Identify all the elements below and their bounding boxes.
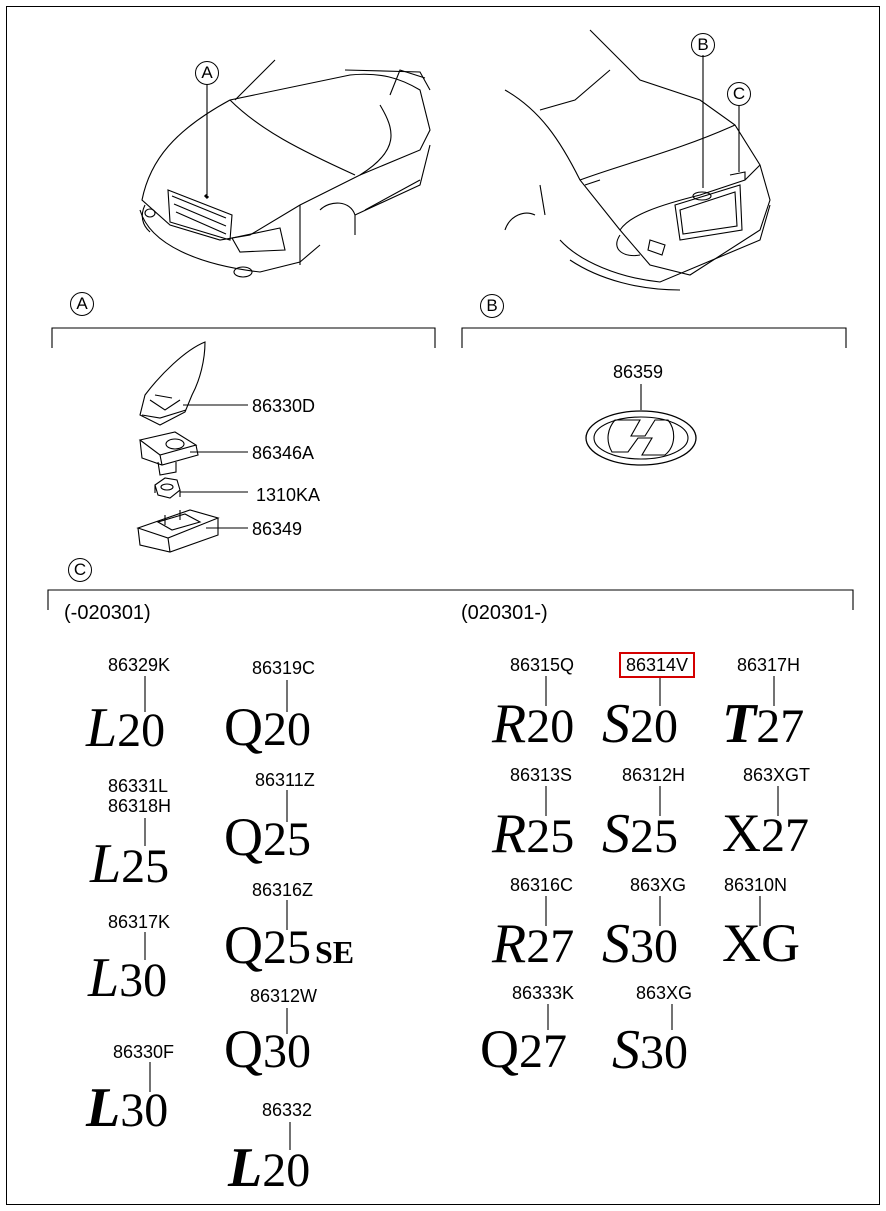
emblem-part-label-highlighted[interactable]: 86314V <box>618 652 696 678</box>
pad-drawing <box>136 509 220 553</box>
emblem-s25: S25 <box>602 803 678 865</box>
emblem-part-label-2[interactable]: 86318H <box>108 796 172 816</box>
callout-b: B <box>691 33 715 57</box>
emblem-part-label[interactable]: 863XG <box>636 983 693 1003</box>
emblem-l30: L30 <box>88 947 168 1009</box>
front-car-drawing <box>139 59 431 278</box>
callout-c: C <box>727 82 751 106</box>
ornament-drawing <box>139 341 206 426</box>
emblem-r27: R27 <box>492 913 575 975</box>
emblem-part-label[interactable]: 86329K <box>108 655 171 675</box>
section-c-marker: C <box>68 558 92 582</box>
emblem-part-label[interactable]: 86316C <box>510 875 574 895</box>
section-b-marker: B <box>480 294 504 318</box>
emblem-q25se: Q25 SE <box>224 915 355 975</box>
range-left: (-020301) <box>64 602 151 624</box>
emblem-l20-bold: L20 <box>228 1137 311 1199</box>
emblem-part-label[interactable]: 86312W <box>250 986 318 1006</box>
emblem-part-label[interactable]: 86315Q <box>510 655 575 675</box>
emblem-part-label[interactable]: 86317H <box>737 655 801 675</box>
emblem-r20: R20 <box>492 693 575 755</box>
emblem-part-label[interactable]: 86330F <box>113 1042 175 1062</box>
emblem-r25: R25 <box>492 803 575 865</box>
emblem-part-label[interactable]: 863XG <box>630 875 687 895</box>
diagram-frame <box>6 6 880 1205</box>
emblem-t27: T27 <box>722 693 805 755</box>
range-right: (020301-) <box>461 602 548 624</box>
emblem-part-label[interactable]: 86313S <box>510 765 573 785</box>
part-1310KA[interactable]: 1310KA <box>256 485 321 505</box>
emblem-q25: Q25 <box>224 807 311 867</box>
emblem-q20: Q20 <box>224 697 311 757</box>
emblem-part-label[interactable]: 86311Z <box>255 770 315 790</box>
emblem-s30-b: S30 <box>612 1019 688 1081</box>
emblem-part-label[interactable]: 86312H <box>622 765 686 785</box>
emblem-xg: XG <box>722 913 800 973</box>
bracket-a <box>51 327 436 348</box>
part-86330D[interactable]: 86330D <box>252 396 316 416</box>
emblem-x27: X27 <box>722 803 809 863</box>
emblem-l20: L20 <box>86 697 166 759</box>
emblem-s30: S30 <box>602 913 678 975</box>
emblem-l30-bold: L30 <box>86 1077 169 1139</box>
part-86349[interactable]: 86349 <box>252 519 303 539</box>
clip-drawing <box>138 431 199 476</box>
bracket-c <box>47 589 854 610</box>
bracket-b <box>461 327 847 348</box>
nut-drawing <box>154 477 181 499</box>
emblem-leaders <box>144 676 779 1150</box>
section-a-marker: A <box>70 292 94 316</box>
emblem-q30: Q30 <box>224 1019 311 1079</box>
hyundai-emblem-drawing <box>585 410 697 466</box>
emblem-part-label[interactable]: 863XGT <box>743 765 811 785</box>
emblem-s20: S20 <box>602 693 678 755</box>
emblem-part-label[interactable]: 86332 <box>262 1100 313 1120</box>
part-86346A[interactable]: 86346A <box>252 443 315 463</box>
emblem-part-label[interactable]: 86310N <box>724 875 788 895</box>
emblem-part-label[interactable]: 86316Z <box>252 880 314 900</box>
emblem-l25: L25 <box>90 833 170 895</box>
emblem-part-label[interactable]: 86317K <box>108 912 171 932</box>
rear-car-drawing <box>504 29 771 291</box>
callout-a: A <box>195 61 219 85</box>
emblem-part-label[interactable]: 86331L <box>108 776 169 796</box>
emblem-q27: Q27 <box>480 1019 567 1079</box>
emblem-part-label[interactable]: 86333K <box>512 983 575 1003</box>
emblem-part-label[interactable]: 86319C <box>252 658 316 678</box>
part-86359[interactable]: 86359 <box>613 362 664 382</box>
